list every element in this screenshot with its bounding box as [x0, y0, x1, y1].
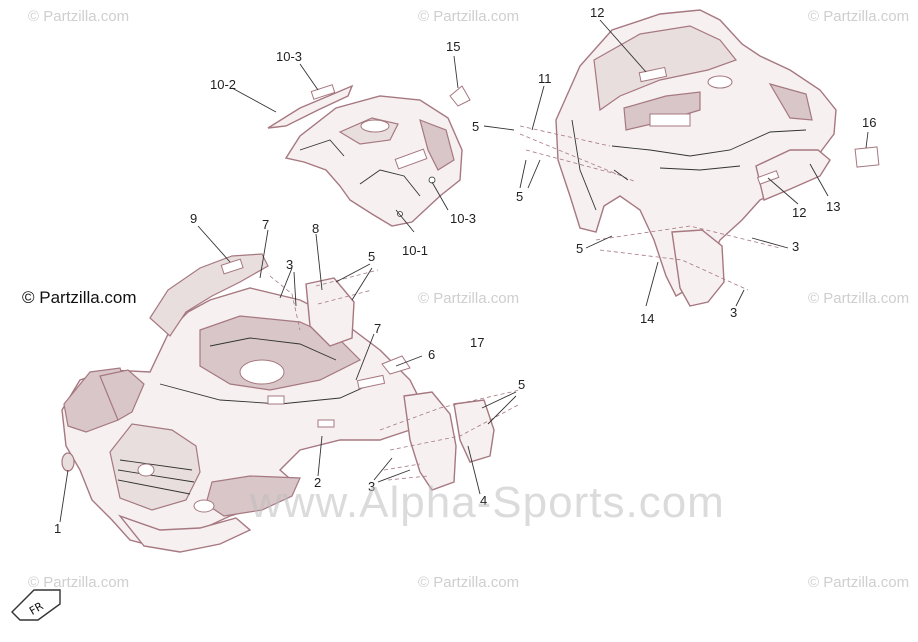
partzilla-watermark: © Partzilla.com [28, 8, 130, 25]
copyright-label: © Partzilla.com [22, 288, 137, 307]
side-decal-12 [756, 170, 780, 185]
front-fender-set [267, 84, 471, 227]
tag-6 [381, 355, 411, 375]
callout-7: 7 [262, 217, 270, 232]
callout-6: 6 [428, 347, 436, 362]
callout-1: 1 [54, 521, 62, 536]
inner-fender-4 [453, 399, 495, 463]
callout-11: 11 [538, 71, 552, 86]
callout-9: 9 [190, 211, 198, 226]
side-guard-13 [755, 149, 831, 201]
reflector-1 [61, 452, 75, 472]
leader-lines [59, 19, 869, 523]
tag-15 [449, 85, 471, 107]
callout-10-3: 10-3 [450, 211, 477, 226]
rear-decal [638, 66, 668, 83]
fender-strip-10-2 [267, 84, 354, 129]
mud-flap-14 [671, 229, 725, 307]
fastener-lines [269, 125, 781, 481]
callout-5: 5 [368, 249, 376, 264]
callout-12: 12 [792, 205, 807, 220]
front-body-assembly [61, 253, 495, 553]
callout-8: 8 [312, 221, 320, 236]
front-hood [149, 253, 269, 337]
partzilla-watermark: © Partzilla.com [808, 8, 910, 25]
callout-7: 7 [374, 321, 382, 336]
front-grille [109, 423, 201, 511]
hood-decal-9 [220, 258, 244, 275]
callout-17: 17 [470, 335, 485, 350]
callout-5: 5 [576, 241, 584, 256]
callout-3: 3 [368, 479, 376, 494]
partzilla-watermark: © Partzilla.com [418, 8, 520, 25]
partzilla-watermark: © Partzilla.com [808, 574, 910, 591]
storage-lid [239, 359, 285, 385]
callout-3: 3 [286, 257, 294, 272]
inner-fender-17 [403, 391, 457, 491]
front-direction-label: FR [27, 599, 46, 617]
rear-fender-assembly [555, 9, 880, 307]
alpha-sports-watermark: www.Alpha-Sports.com [250, 478, 725, 527]
callout-10-2: 10-2 [210, 77, 237, 92]
callout-3: 3 [792, 239, 800, 254]
callout-10-1: 10-1 [402, 243, 429, 258]
partzilla-watermark: © Partzilla.com [808, 290, 910, 307]
callout-16: 16 [862, 115, 877, 130]
front-direction-arrow: FR [11, 589, 61, 621]
partzilla-watermark: © Partzilla.com [418, 290, 520, 307]
callout-14: 14 [640, 311, 655, 326]
callout-15: 15 [446, 39, 461, 54]
callout-13: 13 [826, 199, 841, 214]
fender-decal-10-3 [310, 84, 336, 100]
body-decal [317, 419, 335, 428]
callout-5: 5 [518, 377, 526, 392]
panel-8 [305, 277, 355, 347]
tag-16 [854, 146, 880, 168]
callout-2: 2 [314, 475, 322, 490]
callout-5: 5 [472, 119, 480, 134]
callout-12: 12 [590, 5, 605, 20]
partzilla-watermark: © Partzilla.com [418, 574, 520, 591]
callout-10-3: 10-3 [276, 49, 303, 64]
callout-4: 4 [480, 493, 488, 508]
callout-3: 3 [730, 305, 738, 320]
fender-decal [394, 148, 428, 170]
callout-5: 5 [516, 189, 524, 204]
partzilla-watermark: © Partzilla.com [28, 574, 130, 591]
